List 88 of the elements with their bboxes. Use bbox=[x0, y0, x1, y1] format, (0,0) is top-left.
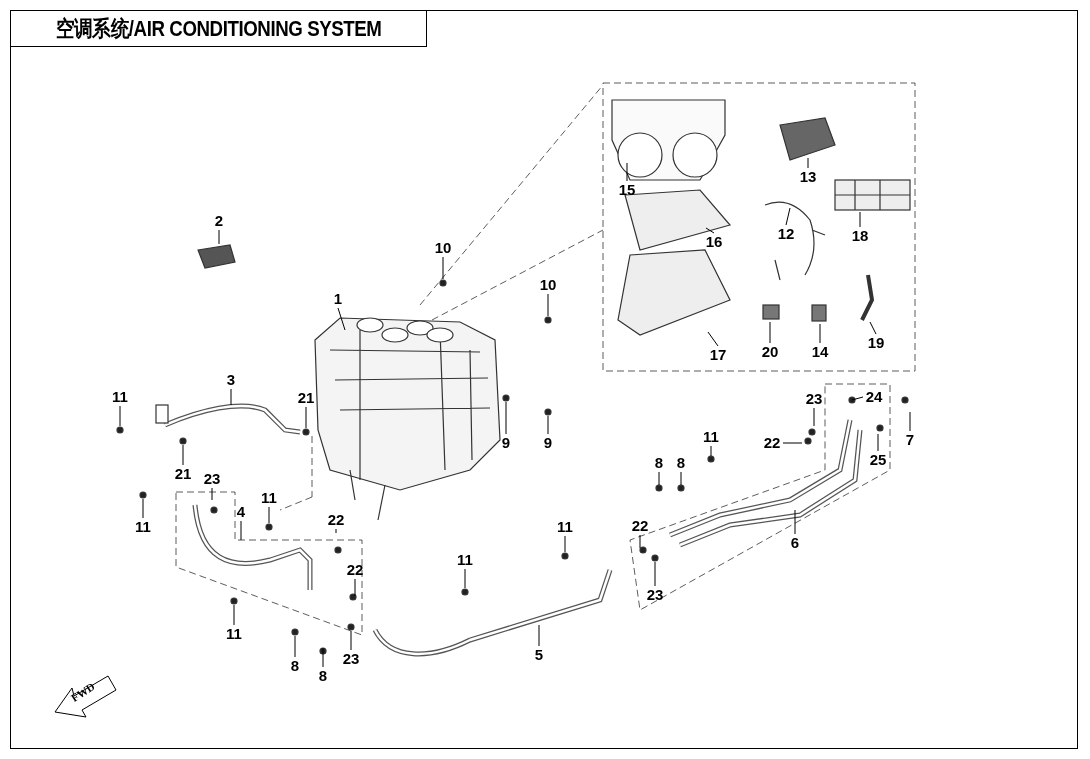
leader-line bbox=[230, 388, 232, 406]
leader-line bbox=[211, 487, 213, 501]
callout-number: 21 bbox=[297, 390, 315, 406]
callout-number: 22 bbox=[763, 435, 781, 451]
callout-number: 11 bbox=[557, 519, 573, 535]
callout-number: 22 bbox=[631, 518, 649, 534]
leader-line bbox=[182, 444, 184, 466]
leader-line bbox=[142, 498, 144, 519]
leader-line bbox=[538, 624, 540, 647]
callout-number: 8 bbox=[318, 668, 328, 684]
direction-label: FWD bbox=[68, 680, 97, 704]
callout-number: 6 bbox=[790, 535, 800, 551]
callout-number: 23 bbox=[805, 391, 823, 407]
leader-line bbox=[807, 157, 809, 169]
callout-number: 8 bbox=[676, 455, 686, 471]
leader-line bbox=[268, 506, 270, 524]
callout-number: 14 bbox=[811, 344, 829, 360]
leader-line bbox=[909, 411, 911, 432]
callout-number: 17 bbox=[709, 347, 727, 363]
leader-line bbox=[218, 229, 220, 245]
callout-number: 23 bbox=[342, 651, 360, 667]
leader-line bbox=[464, 568, 466, 589]
leader-line bbox=[658, 471, 660, 486]
leader-line bbox=[626, 162, 628, 182]
callout-number: 19 bbox=[867, 335, 885, 351]
leader-line bbox=[294, 635, 296, 658]
leader-line bbox=[782, 442, 803, 444]
callout-number: 16 bbox=[705, 234, 723, 250]
leader-line bbox=[240, 520, 242, 541]
leader-line bbox=[710, 445, 712, 457]
callout-number: 8 bbox=[290, 658, 300, 674]
callout-number: 9 bbox=[501, 435, 511, 451]
leader-line bbox=[877, 433, 879, 452]
leader-line bbox=[707, 331, 719, 347]
callout-number: 5 bbox=[534, 647, 544, 663]
callout-number: 22 bbox=[346, 562, 364, 578]
callout-number: 18 bbox=[851, 228, 869, 244]
leader-line bbox=[769, 321, 771, 344]
leader-line bbox=[335, 528, 337, 534]
callout-number: 11 bbox=[457, 552, 473, 568]
leader-line bbox=[705, 227, 715, 234]
callout-number: 7 bbox=[905, 432, 915, 448]
callout-number: 23 bbox=[646, 587, 664, 603]
callout-number: 11 bbox=[135, 519, 151, 535]
leader-line bbox=[859, 211, 861, 228]
callout-number: 15 bbox=[618, 182, 636, 198]
leader-line bbox=[794, 509, 796, 535]
leader-line bbox=[547, 415, 549, 435]
title: 空调系统/AIR CONDITIONING SYSTEM bbox=[55, 14, 382, 43]
leader-line bbox=[654, 561, 656, 587]
leader-line bbox=[851, 396, 864, 401]
callout-number: 4 bbox=[236, 504, 246, 520]
leader-line bbox=[337, 307, 346, 331]
callout-number: 3 bbox=[226, 372, 236, 388]
leader-line bbox=[564, 535, 566, 553]
leader-line bbox=[442, 256, 444, 280]
leader-line bbox=[869, 321, 877, 335]
callout-number: 10 bbox=[434, 240, 452, 256]
callout-number: 8 bbox=[654, 455, 664, 471]
callout-number: 12 bbox=[777, 226, 795, 242]
callout-number: 13 bbox=[799, 169, 817, 185]
callout-number: 20 bbox=[761, 344, 779, 360]
leader-line bbox=[350, 630, 352, 651]
leader-line bbox=[639, 534, 641, 549]
callout-number: 22 bbox=[327, 512, 345, 528]
leader-line bbox=[505, 401, 507, 435]
callout-number: 11 bbox=[226, 626, 242, 642]
leader-line bbox=[322, 647, 324, 668]
callout-number: 10 bbox=[539, 277, 557, 293]
leader-line bbox=[680, 471, 682, 486]
callout-number: 1 bbox=[333, 291, 343, 307]
callout-number: 24 bbox=[865, 389, 883, 405]
leader-line bbox=[547, 293, 549, 317]
leader-line bbox=[305, 406, 307, 429]
callout-number: 11 bbox=[261, 490, 277, 506]
leader-line bbox=[233, 604, 235, 626]
leader-line bbox=[354, 578, 356, 597]
leader-line bbox=[813, 407, 815, 427]
callout-number: 21 bbox=[174, 466, 192, 482]
callout-number: 2 bbox=[214, 213, 224, 229]
leader-line bbox=[819, 323, 821, 344]
callout-number: 9 bbox=[543, 435, 553, 451]
callout-number: 25 bbox=[869, 452, 887, 468]
callout-number: 11 bbox=[112, 389, 128, 405]
leader-line bbox=[119, 405, 121, 427]
callout-number: 23 bbox=[203, 471, 221, 487]
callout-number: 11 bbox=[703, 429, 719, 445]
leader-line bbox=[785, 207, 791, 226]
